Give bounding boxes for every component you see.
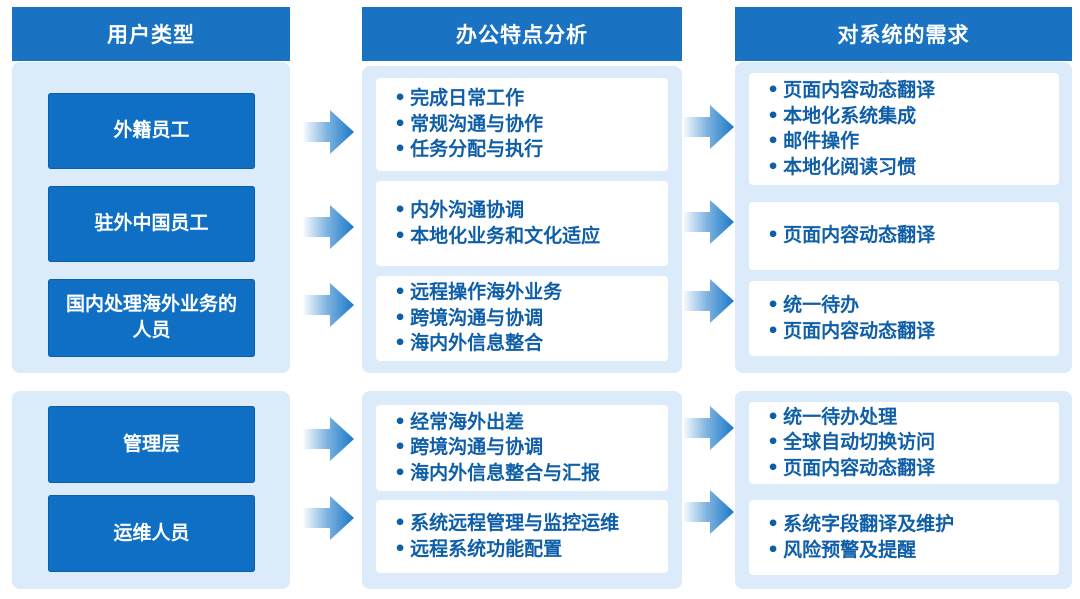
user-type-overseas-chinese-staff: 驻外中国员工 [48,186,255,262]
right-arrow-icon [684,406,734,450]
right-arrow-icon [684,490,734,534]
right-arrow-icon [684,279,734,323]
analysis-item: 常规沟通与协作 [394,112,668,138]
user-type-management: 管理层 [48,406,255,483]
needs-item: 系统字段翻译及维护 [767,512,1059,538]
needs-item: 页面内容动态翻译 [767,78,1059,104]
analysis-item: 远程系统功能配置 [394,537,668,563]
needs-item: 全球自动切换访问 [767,430,1059,456]
header-needs: 对系统的需求 [735,7,1072,61]
needs-item: 页面内容动态翻译 [767,456,1059,482]
analysis-item: 海内外信息整合与汇报 [394,461,668,487]
analysis-card-1: 完成日常工作 常规沟通与协作 任务分配与执行 [376,78,668,171]
analysis-item: 经常海外出差 [394,410,668,436]
analysis-item: 跨境沟通与协调 [394,435,668,461]
needs-item: 风险预警及提醒 [767,538,1059,564]
needs-item: 邮件操作 [767,129,1059,155]
header-analysis: 办公特点分析 [362,7,682,61]
needs-card-2: 页面内容动态翻译 [749,202,1059,270]
right-arrow-icon [304,496,354,540]
analysis-item: 完成日常工作 [394,86,668,112]
user-type-foreign-staff: 外籍员工 [48,93,255,169]
header-user-type: 用户类型 [12,7,290,61]
analysis-item: 任务分配与执行 [394,137,668,163]
needs-item: 页面内容动态翻译 [767,223,1059,249]
needs-item: 本地化系统集成 [767,104,1059,130]
right-arrow-icon [684,200,734,244]
analysis-item: 本地化业务和文化适应 [394,224,668,250]
needs-item: 本地化阅读习惯 [767,155,1059,181]
needs-item: 统一待办 [767,293,1059,319]
analysis-card-4: 经常海外出差 跨境沟通与协调 海内外信息整合与汇报 [376,405,668,491]
needs-item: 统一待办处理 [767,405,1059,431]
analysis-item: 海内外信息整合 [394,331,668,357]
analysis-card-3: 远程操作海外业务 跨境沟通与协调 海内外信息整合 [376,276,668,361]
needs-card-5: 系统字段翻译及维护 风险预警及提醒 [749,500,1059,575]
right-arrow-icon [304,205,354,249]
right-arrow-icon [304,283,354,327]
analysis-card-2: 内外沟通协调 本地化业务和文化适应 [376,181,668,266]
analysis-item: 内外沟通协调 [394,198,668,224]
needs-card-1: 页面内容动态翻译 本地化系统集成 邮件操作 本地化阅读习惯 [749,73,1059,185]
needs-card-4: 统一待办处理 全球自动切换访问 页面内容动态翻译 [749,402,1059,484]
right-arrow-icon [304,417,354,461]
user-type-domestic-overseas-business-staff: 国内处理海外业务的人员 [48,279,255,357]
analysis-item: 远程操作海外业务 [394,280,668,306]
analysis-card-5: 系统远程管理与监控运维 远程系统功能配置 [376,500,668,573]
right-arrow-icon [684,105,734,149]
analysis-item: 系统远程管理与监控运维 [394,511,668,537]
right-arrow-icon [304,110,354,154]
needs-card-3: 统一待办 页面内容动态翻译 [749,281,1059,356]
analysis-item: 跨境沟通与协调 [394,306,668,332]
needs-item: 页面内容动态翻译 [767,319,1059,345]
user-type-ops-staff: 运维人员 [48,495,255,572]
